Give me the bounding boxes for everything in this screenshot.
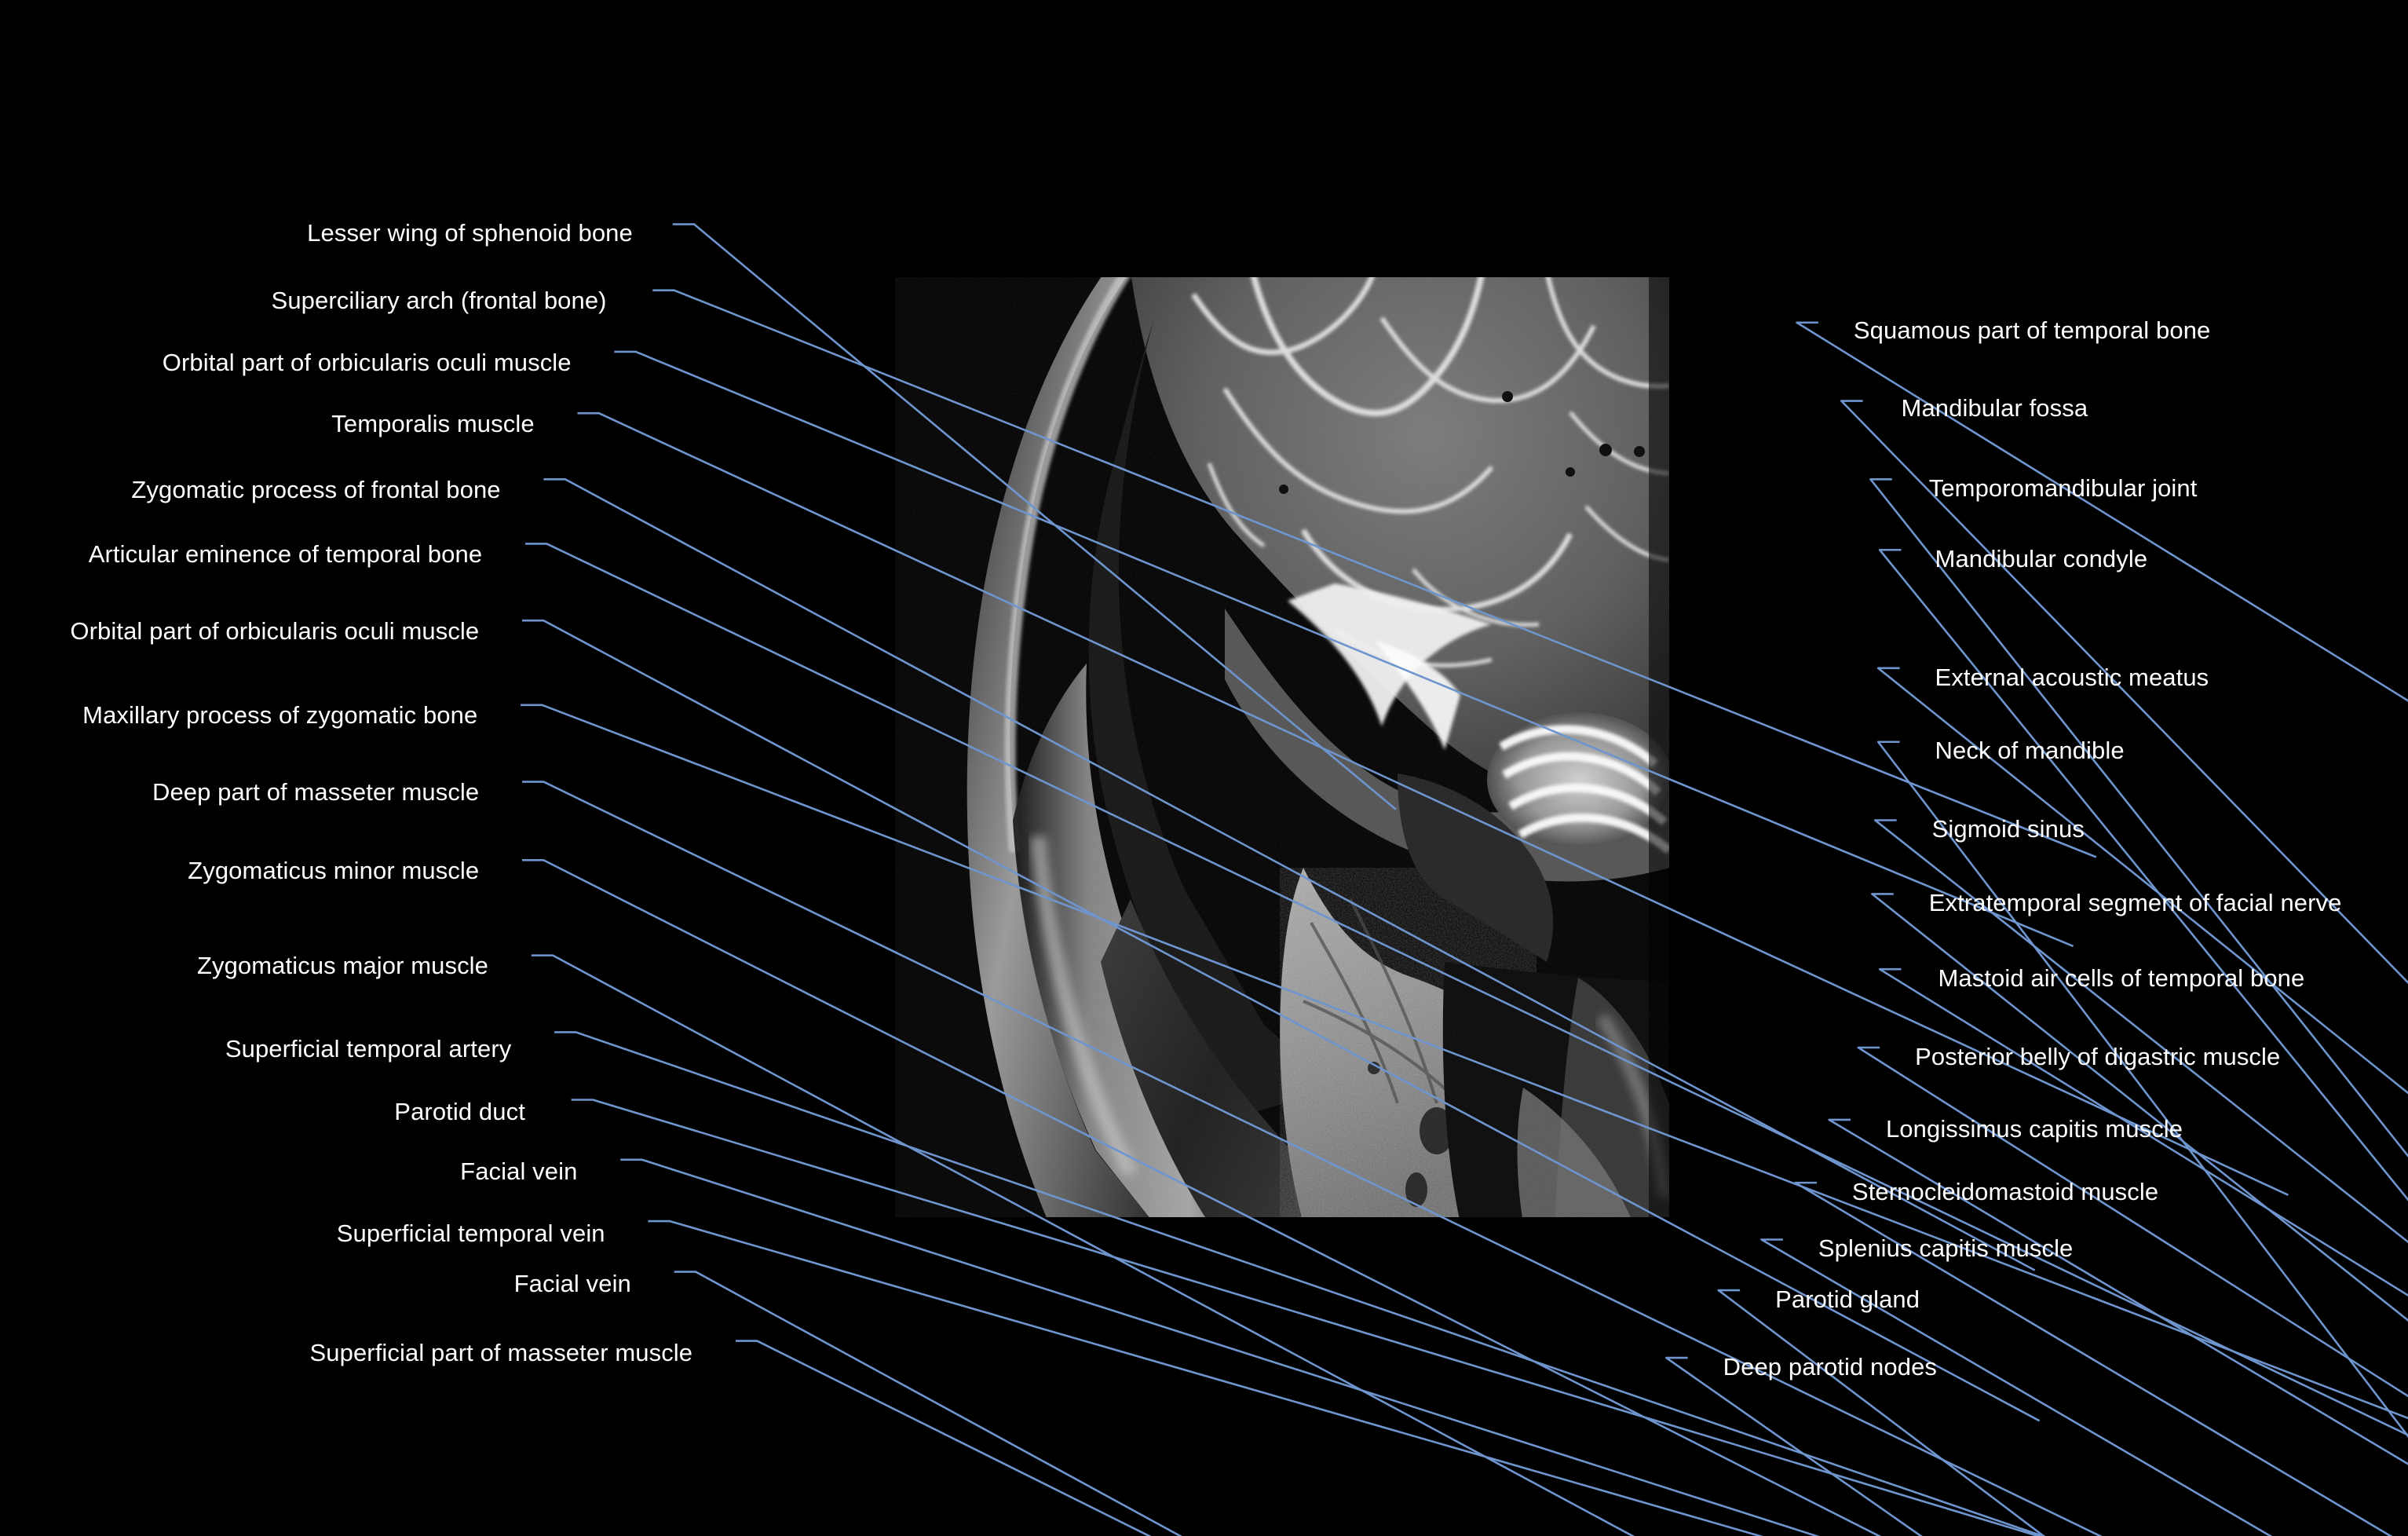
anatomy-label: Lesser wing of sphenoid bone (307, 219, 633, 247)
leader-line (735, 1340, 1152, 1536)
anatomy-label: Sigmoid sinus (1931, 815, 2085, 843)
anatomy-label: Mastoid air cells of temporal bone (1938, 964, 2305, 992)
anatomy-label: Superciliary arch (frontal bone) (271, 287, 607, 315)
anatomy-label: Posterior belly of digastric muscle (1915, 1042, 2281, 1070)
anatomy-label: Temporomandibular joint (1928, 474, 2198, 502)
mri-scan-image (895, 271, 1669, 1223)
anatomy-label: Mandibular condyle (1935, 544, 2148, 572)
anatomy-label: Mandibular fossa (1901, 394, 2088, 422)
anatomy-label: Facial vein (513, 1270, 631, 1298)
anatomy-label: Neck of mandible (1935, 737, 2125, 765)
anatomy-label: Temporalis muscle (331, 409, 535, 437)
anatomy-label: Superficial part of masseter muscle (309, 1339, 693, 1367)
leader-line (1664, 1356, 1923, 1536)
leader-line (1717, 1289, 2045, 1536)
anatomy-label: Splenius capitis muscle (1818, 1234, 2074, 1263)
anatomy-label: Squamous part of temporal bone (1853, 316, 2211, 344)
anatomy-label: Orbital part of orbicularis oculi muscle (70, 616, 480, 645)
anatomy-label: Extratemporal segment of facial nerve (1928, 889, 2342, 917)
anatomy-label: Superficial temporal artery (225, 1034, 512, 1062)
anatomy-label: Deep part of masseter muscle (152, 778, 480, 806)
anatomy-label: External acoustic meatus (1935, 663, 2209, 691)
anatomy-label: Parotid duct (394, 1098, 525, 1126)
leader-line (648, 1220, 1764, 1536)
anatomy-label: Zygomatic process of frontal bone (131, 475, 501, 503)
anatomy-label: Longissimus capitis muscle (1885, 1114, 2183, 1143)
anatomy-label: Superficial temporal vein (336, 1219, 605, 1247)
anatomy-label: Orbital part of orbicularis oculi muscle (162, 348, 572, 376)
leader-line (1760, 1238, 2273, 1536)
anatomy-label: Facial vein (460, 1157, 578, 1186)
anatomy-label: Zygomaticus minor muscle (188, 857, 480, 885)
anatomy-label: Maxillary process of zygomatic bone (82, 701, 478, 730)
anatomy-label: Deep parotid nodes (1723, 1352, 1938, 1381)
leader-line (1869, 477, 2408, 1158)
leader-line (1840, 400, 2408, 985)
anatomy-label: Parotid gland (1775, 1285, 1920, 1313)
anatomy-label: Sternocleidomastoid muscle (1851, 1177, 2159, 1205)
anatomy-label: Zygomaticus major muscle (196, 952, 488, 980)
mri-scan-render (895, 271, 1669, 1223)
anatomy-label: Articular eminence of temporal bone (88, 540, 483, 569)
leader-line (1796, 321, 2408, 702)
